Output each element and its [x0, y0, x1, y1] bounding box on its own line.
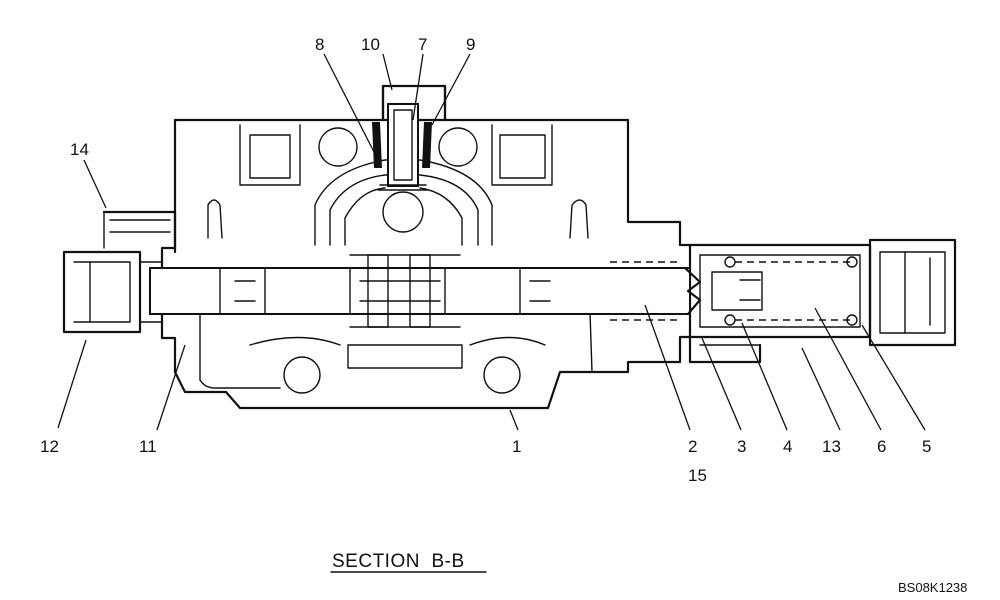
left-port-fitting [62, 210, 177, 334]
label-11: 11 [139, 437, 157, 456]
label-5: 5 [922, 437, 931, 456]
leader-lines [57, 53, 926, 431]
label-14: 14 [70, 140, 89, 159]
spool [149, 254, 702, 328]
label-15: 15 [688, 466, 707, 485]
relief-valve-assembly [372, 84, 447, 191]
spring-end-cap [688, 238, 957, 364]
label-13: 13 [822, 437, 841, 456]
label-7: 7 [418, 35, 427, 54]
label-6: 6 [877, 437, 886, 456]
section-caption: SECTION B-B [332, 551, 465, 572]
label-4: 4 [783, 437, 792, 456]
label-1: 1 [512, 437, 521, 456]
label-3: 3 [737, 437, 746, 456]
label-2: 2 [688, 437, 697, 456]
drawing-code: BS08K1238 [898, 580, 967, 595]
label-9: 9 [466, 35, 475, 54]
label-12: 12 [40, 437, 59, 456]
label-8: 8 [315, 35, 324, 54]
label-10: 10 [361, 35, 380, 54]
